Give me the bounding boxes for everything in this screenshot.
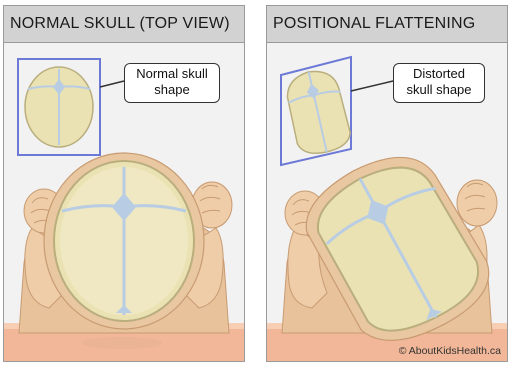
copyright-credit: © AboutKidsHealth.ca [399,345,501,357]
normal-skull-large [54,161,194,321]
panel-title-normal: NORMAL SKULL (TOP VIEW) [4,6,244,43]
callout-line-2: skull shape [398,82,480,98]
positional-flattening-panel: POSITIONAL FLATTENING [266,5,508,362]
panel-title-flattening: POSITIONAL FLATTENING [267,6,507,43]
distorted-skull-callout: Distorted skull shape [393,63,485,103]
normal-illustration: Normal skull shape [4,43,244,361]
distorted-skull-small [283,66,353,157]
normal-skull-callout: Normal skull shape [124,63,220,103]
callout-line-2: shape [129,82,215,98]
flattening-illustration: Distorted skull shape © AboutKidsHealth.… [267,43,507,361]
callout-line-1: Normal skull [129,66,215,82]
normal-skull-panel: NORMAL SKULL (TOP VIEW) [3,5,245,362]
normal-skull-small [25,67,93,147]
callout-line-1: Distorted [398,66,480,82]
